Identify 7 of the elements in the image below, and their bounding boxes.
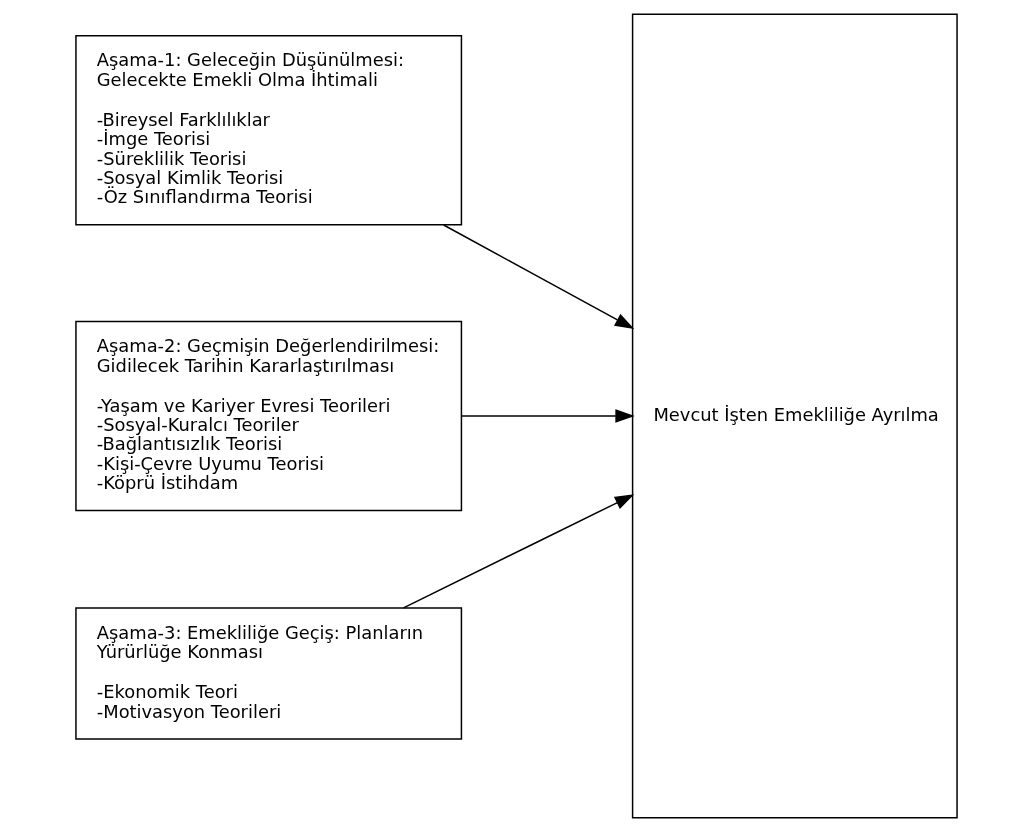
arrow xyxy=(461,409,635,423)
arrow xyxy=(442,224,635,330)
node-box: Aşama-3: Emekliliğe Geçiş: Planların Yürürlüğe Konması -Ekonomik Teori -Motivasyon Teorileri xyxy=(75,607,463,740)
node-box: Aşama-2: Geçmişin Değerlendirilmesi: Gidilecek Tarihin Kararlaştırılması -Yaşam ve Kariyer Evresi Teorileri -Sosyal-Kuralcı Teoriler -Bağlantısızlık Teorisi -Kişi-Çevre Uyumu Teorisi -Köprü İstihdam xyxy=(75,320,463,512)
node-box: Mevcut İşten Emekliliğe Ayrılma xyxy=(631,13,958,819)
arrow xyxy=(402,494,635,609)
node-box: Aşama-1: Geleceğin Düşünülmesi: Gelecekte Emekli Olma İhtimali -Bireysel Farklılıklar -İmge Teorisi -Süreklilik Teorisi -Sosyal Kimlik Teorisi -Öz Sınıflandırma Teorisi xyxy=(75,35,463,226)
